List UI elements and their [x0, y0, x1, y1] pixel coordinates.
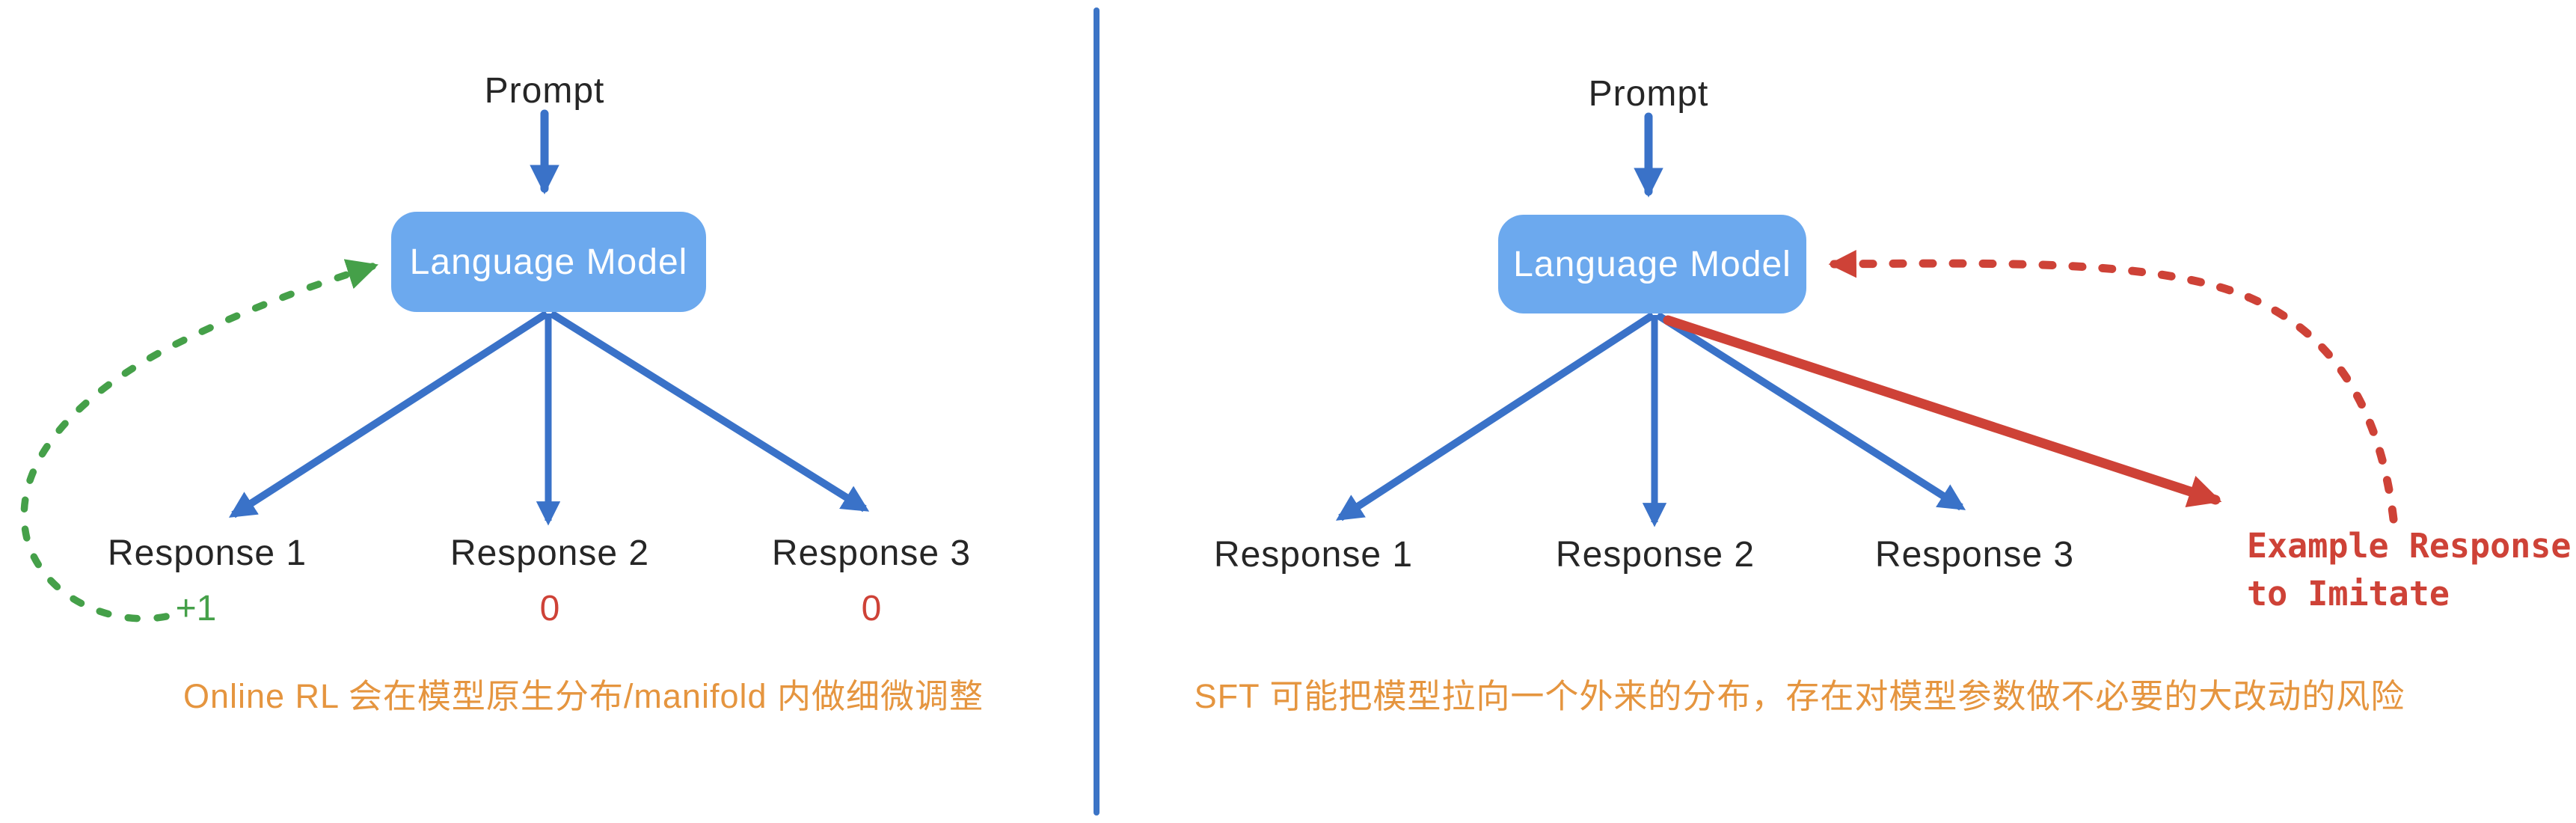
right-response-2-label: Response 2	[1555, 535, 1755, 575]
reward-feedback-arrow	[20, 259, 378, 622]
sft-pull-arrow	[1663, 315, 2222, 507]
right-response-3-label: Response 3	[1874, 535, 2075, 575]
left-language-model-box: Language Model	[391, 212, 706, 312]
right-prompt-label: Prompt	[1588, 74, 1709, 114]
right-language-model-label: Language Model	[1513, 244, 1791, 284]
example-response-line-2: to Imitate	[2247, 574, 2450, 614]
right-language-model-box: Language Model	[1498, 215, 1806, 313]
left-prompt-label: Prompt	[484, 71, 605, 111]
right-caption: SFT 可能把模型拉向一个外来的分布，存在对模型参数做不必要的大改动的风险	[1194, 677, 2405, 715]
left-language-model-label: Language Model	[409, 242, 688, 282]
left-response-3-label: Response 3	[771, 533, 972, 573]
reward-score-response-1: +1	[175, 589, 217, 628]
imitation-feedback-arrow	[1828, 250, 2398, 524]
left-response-arrows	[228, 310, 870, 526]
right-response-arrows	[1335, 311, 1966, 527]
left-caption: Online RL 会在模型原生分布/manifold 内做细微调整	[183, 677, 984, 715]
left-response-2-label: Response 2	[450, 533, 650, 573]
example-response-line-1: Example Response	[2247, 526, 2572, 566]
reward-score-response-2: 0	[539, 589, 560, 628]
right-response-1-label: Response 1	[1213, 535, 1414, 575]
left-response-1-label: Response 1	[107, 533, 307, 573]
reward-score-response-3: 0	[861, 589, 882, 628]
example-response-label: Example Response to Imitate	[2247, 522, 2571, 618]
